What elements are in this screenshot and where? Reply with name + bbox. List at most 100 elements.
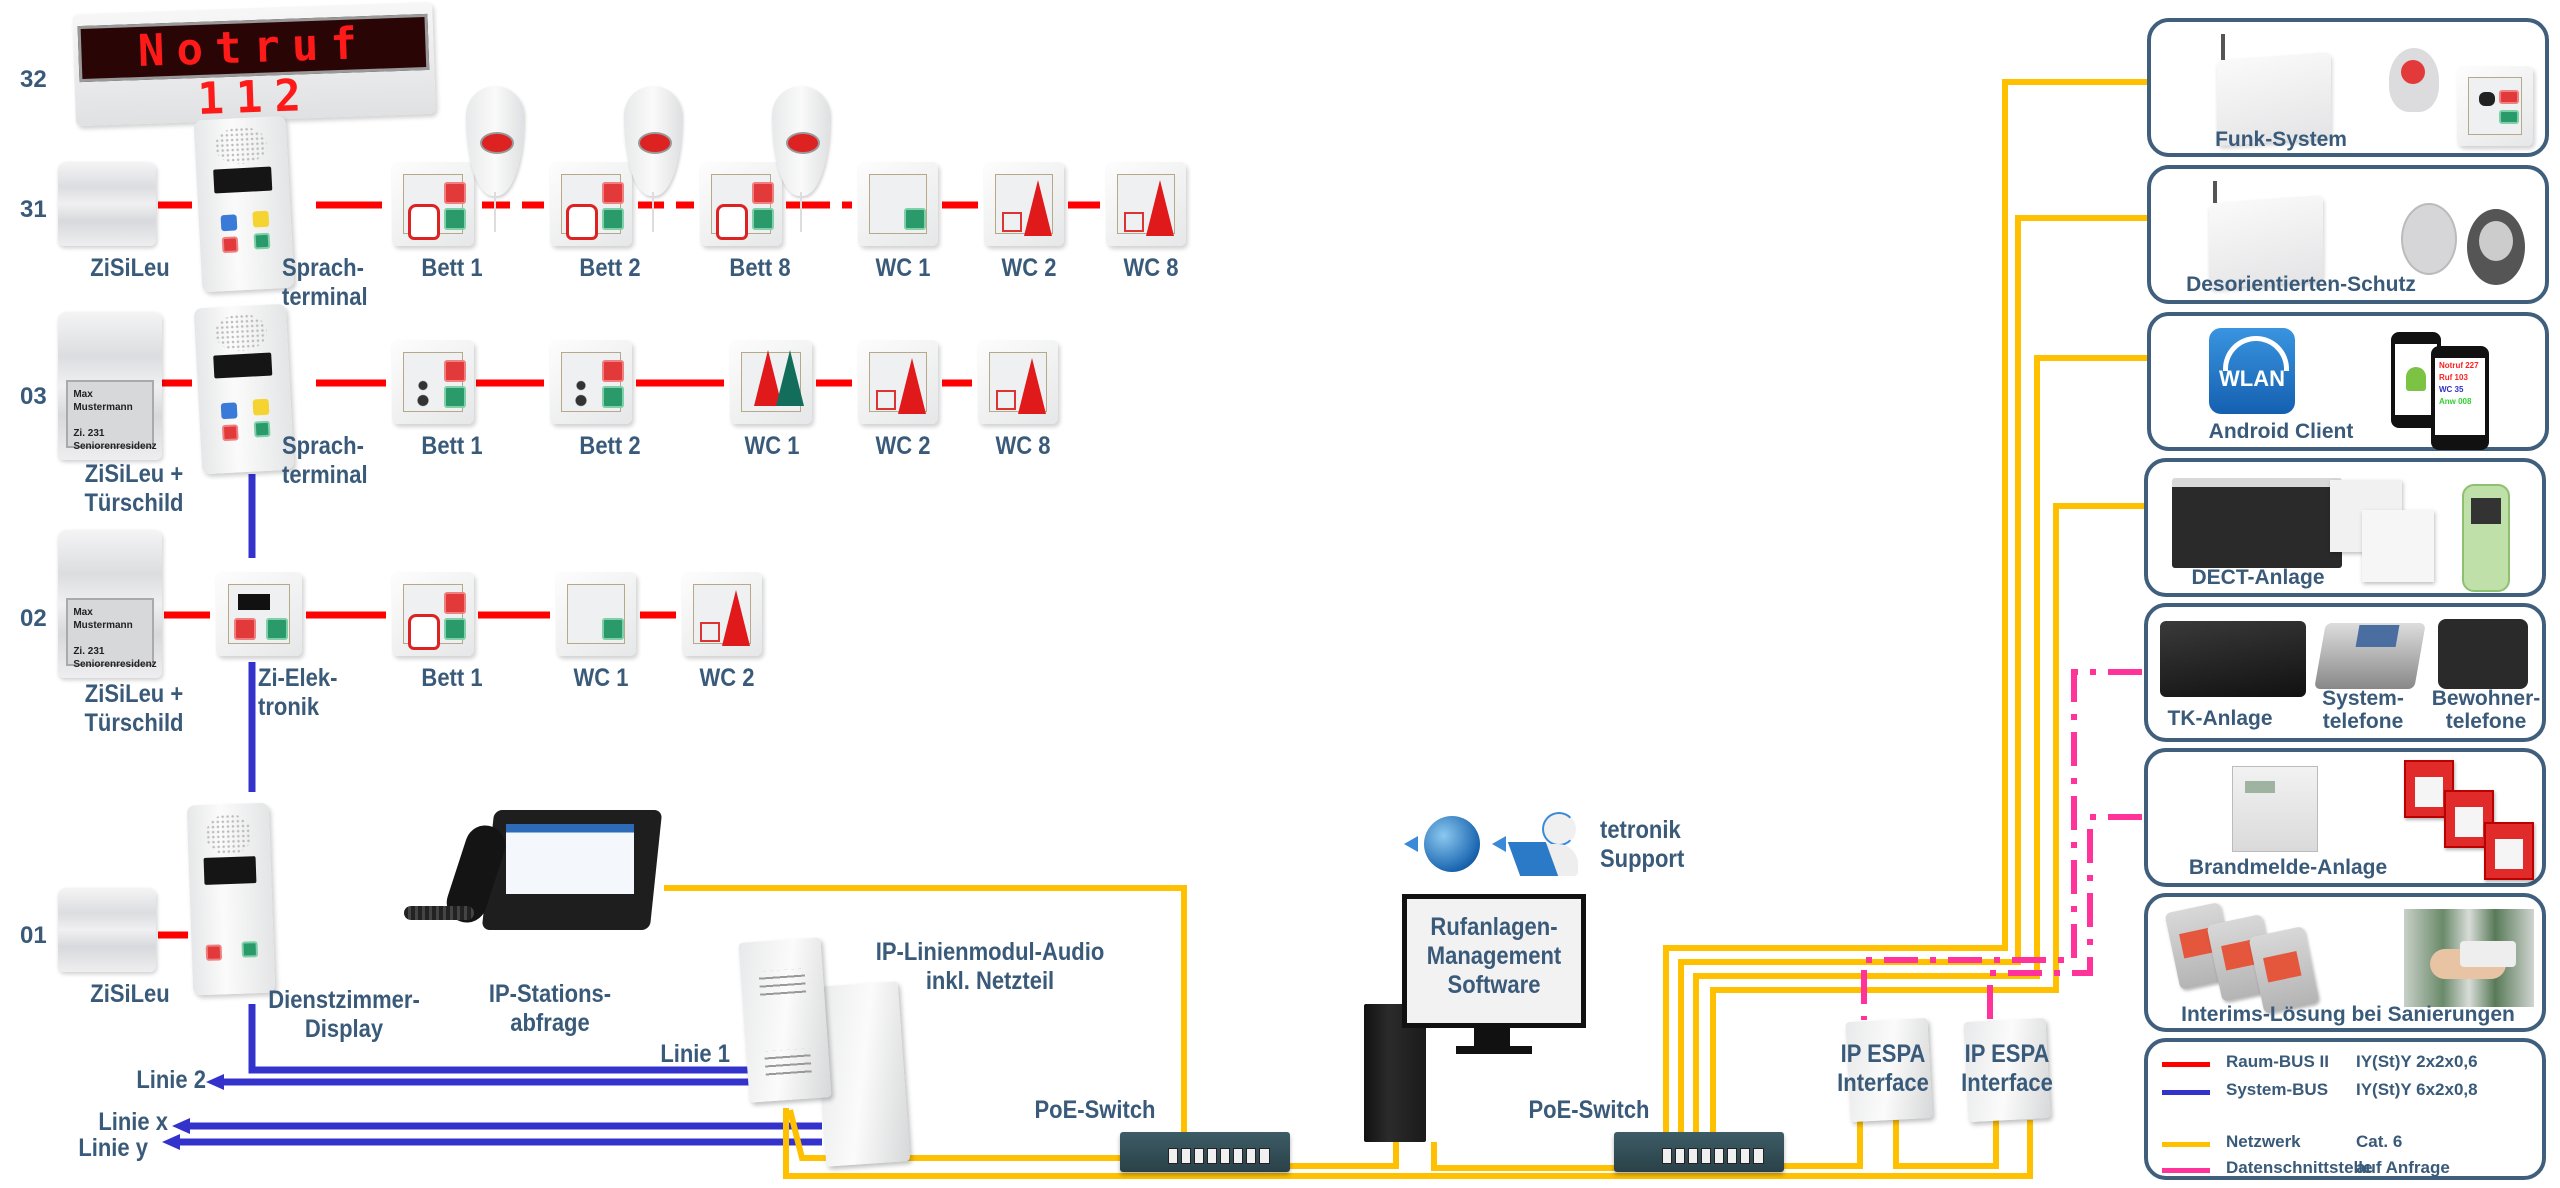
call-button-icon bbox=[205, 944, 223, 961]
system-phone-icon bbox=[2314, 623, 2426, 689]
call-button-icon bbox=[444, 360, 466, 382]
door-nameplate: Max Mustermann Zi. 231 Seniorenresidenz bbox=[66, 598, 157, 670]
legend-swatch-red bbox=[2162, 1062, 2210, 1067]
hand-pager-photo-icon bbox=[2404, 909, 2534, 1007]
label-funk-system: Funk-System bbox=[2215, 128, 2347, 151]
pull-cord-icon bbox=[722, 590, 750, 646]
presence-button-icon bbox=[241, 941, 259, 958]
label-wc2-31: WC 2 bbox=[1001, 254, 1057, 282]
network-segment bbox=[783, 1108, 2033, 1179]
legend-spec: IY(St)Y 2x2x0,6 bbox=[2356, 1052, 2478, 1071]
arrow-left-icon bbox=[162, 1134, 180, 1150]
pull-cord-green-icon bbox=[776, 350, 804, 406]
dect-server-rack-icon bbox=[2172, 478, 2342, 568]
network-segment bbox=[1290, 1142, 1399, 1169]
antenna-icon bbox=[2213, 181, 2217, 203]
label-wc8-03: WC 8 bbox=[995, 432, 1051, 460]
zisileu-tuerschild-02: Max Mustermann Zi. 231 Seniorenresidenz bbox=[58, 530, 162, 678]
legend-spec: IY(St)Y 6x2x0,8 bbox=[2356, 1080, 2478, 1099]
reset-icon bbox=[1124, 212, 1144, 232]
antenna-icon bbox=[2221, 34, 2225, 60]
cancel-button-icon bbox=[444, 618, 466, 640]
cancel-button-icon bbox=[444, 208, 466, 230]
line-number-32: 32 bbox=[20, 66, 47, 93]
pager-icon bbox=[2248, 926, 2320, 1014]
legend-item-raum-bus: Raum-BUS II IY(St)Y 2x2x0,6 bbox=[2148, 1052, 2542, 1078]
pull-cord-icon bbox=[1024, 180, 1052, 236]
label-wc8-31: WC 8 bbox=[1123, 254, 1179, 282]
label-dienstzimmer-display: Dienstzimmer- Display bbox=[268, 986, 420, 1043]
support-agent-icon bbox=[1507, 808, 1586, 880]
network-segment bbox=[1710, 503, 2146, 1134]
display-screen bbox=[238, 594, 270, 610]
call-button-icon bbox=[234, 618, 256, 640]
label-poe-switch-2: PoE-Switch bbox=[1528, 1096, 1650, 1124]
bett2-plate-03 bbox=[550, 340, 632, 424]
data-interface-lines bbox=[1861, 669, 2142, 1020]
label-tk-anlage: TK-Anlage bbox=[2167, 707, 2273, 730]
label-bett8-31: Bett 8 bbox=[729, 254, 791, 282]
monitor-stand-icon bbox=[1474, 1028, 1510, 1050]
cancel-button-icon bbox=[752, 208, 774, 230]
label-bett1-02: Bett 1 bbox=[421, 664, 483, 692]
network-segment bbox=[664, 885, 1187, 1136]
yellow-button-icon bbox=[252, 210, 270, 228]
arrow-left-icon bbox=[1404, 836, 1418, 852]
legend-spec: auf Anfrage bbox=[2356, 1158, 2450, 1177]
reset-icon bbox=[876, 390, 896, 410]
fire-call-point-icon bbox=[2484, 822, 2534, 880]
wlan-icon: WLAN bbox=[2209, 328, 2295, 414]
call-button-icon bbox=[221, 424, 239, 442]
box-android-client: WLAN Notruf 227 Ruf 103 WC 35 Anw 008 An… bbox=[2147, 312, 2549, 451]
info-button-icon bbox=[220, 214, 238, 232]
status-line: Anw 008 bbox=[2439, 397, 2472, 407]
android-logo-icon bbox=[2406, 367, 2426, 392]
legend-name: System-BUS bbox=[2226, 1080, 2329, 1099]
legend-swatch-yellow bbox=[2162, 1142, 2210, 1147]
system-bus-lines bbox=[178, 104, 822, 1146]
management-monitor: Rufanlagen- Management Software bbox=[1402, 894, 1586, 1028]
legend-name: Datenschnittstelle bbox=[2226, 1158, 2373, 1177]
legend-item-system-bus: System-BUS IY(St)Y 6x2x0,8 bbox=[2148, 1080, 2542, 1106]
wc1-plate-03 bbox=[730, 340, 812, 424]
box-tk-anlage: TK-Anlage System- telefone Bewohner- tel… bbox=[2144, 603, 2546, 742]
bett1-plate-03 bbox=[392, 340, 474, 424]
presence-button-icon bbox=[253, 232, 271, 250]
ip-phone-icon bbox=[398, 802, 663, 946]
wc2-plate-31 bbox=[984, 162, 1064, 246]
info-button-icon bbox=[220, 402, 238, 420]
label-bett2-03: Bett 2 bbox=[579, 432, 641, 460]
bett2-plate-31 bbox=[550, 162, 632, 246]
label-zisileu-02: ZiSiLeu + Türschild bbox=[84, 680, 184, 737]
poe-switch-1 bbox=[1120, 1132, 1290, 1172]
legend: Raum-BUS II IY(St)Y 2x2x0,6 System-BUS I… bbox=[2144, 1038, 2546, 1180]
legend-name: Netzwerk bbox=[2226, 1132, 2301, 1151]
box-interims-loesung: Interims-Lösung bei Sanierungen bbox=[2144, 893, 2546, 1032]
management-software-label: Rufanlagen- Management Software bbox=[1426, 913, 1562, 999]
network-segment bbox=[787, 1109, 1120, 1161]
wc2-plate-02 bbox=[682, 572, 762, 656]
door-nameplate: Max Mustermann Zi. 231 Seniorenresidenz bbox=[66, 380, 157, 452]
label-bewohnertelefone: Bewohner- telefone bbox=[2431, 687, 2541, 733]
label-wc1-31: WC 1 bbox=[875, 254, 931, 282]
label-espa-2: IP ESPA Interface bbox=[1961, 1040, 2053, 1097]
arrow-left-icon bbox=[172, 1118, 190, 1134]
wc8-plate-03 bbox=[978, 340, 1058, 424]
box-dect-anlage: DECT-Anlage bbox=[2144, 458, 2546, 597]
box-brandmelde-anlage: Brandmelde-Anlage bbox=[2144, 748, 2546, 887]
phone-status-screen: Notruf 227 Ruf 103 WC 35 Anw 008 bbox=[2435, 358, 2485, 436]
network-segment bbox=[1431, 1142, 1620, 1171]
bett8-plate-31 bbox=[700, 162, 782, 246]
box-funk-system: Funk-System bbox=[2147, 18, 2549, 157]
data-interface-segment bbox=[1987, 814, 2142, 1020]
label-bett1-31: Bett 1 bbox=[421, 254, 483, 282]
reset-icon bbox=[1002, 212, 1022, 232]
pear-push-button-icon bbox=[624, 86, 682, 232]
cancel-button-icon bbox=[602, 386, 624, 408]
label-linie-2: Linie 2 bbox=[136, 1066, 206, 1094]
vent-icon bbox=[764, 1048, 812, 1078]
multi-socket-icon bbox=[570, 378, 592, 408]
label-poe-switch-1: PoE-Switch bbox=[1034, 1096, 1156, 1124]
label-wc1-03: WC 1 bbox=[744, 432, 800, 460]
